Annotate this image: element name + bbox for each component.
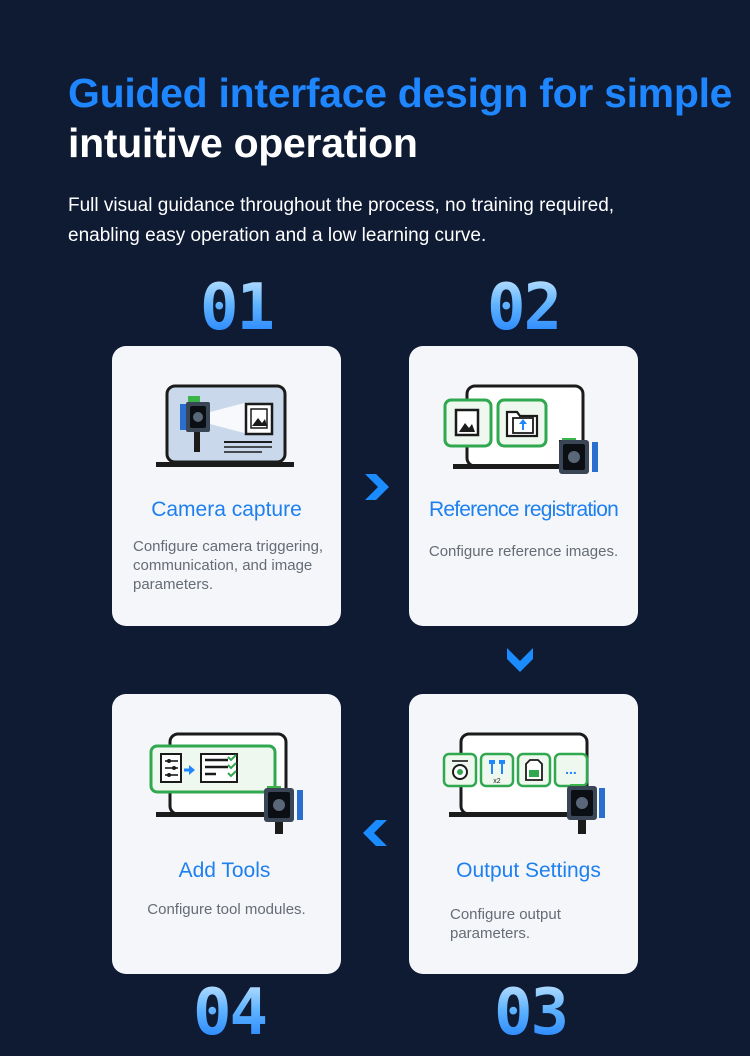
subtitle-line1: Full visual guidance throughout the proc… (68, 195, 615, 216)
step-description: Configure tool modules. (147, 901, 306, 918)
step-card-reference-registration[interactable]: Reference registration Configure referen… (409, 346, 638, 626)
step-description: Configure reference images. (428, 543, 619, 560)
camera-capture-icon (156, 384, 294, 467)
chevron-right-icon (365, 474, 389, 500)
page-subtitle: Full visual guidance throughout the proc… (68, 191, 708, 251)
subtitle-line2: enabling easy operation and a low learni… (68, 225, 487, 246)
page-title-line2: intuitive operation (68, 120, 418, 166)
step-number-01: 01 (200, 271, 275, 345)
page-title: Guided interface design for simple intui… (68, 68, 732, 168)
step-number-03: 03 (494, 976, 569, 1050)
step-title: Add Tools (178, 859, 271, 882)
chevron-down-icon (507, 648, 533, 672)
step-description: Configure camera triggering, communicati… (133, 538, 324, 593)
step-description: Configure output parameters. (450, 906, 561, 942)
step-title: Output Settings (456, 859, 601, 882)
add-tools-icon (149, 732, 303, 834)
output-badge: x2 (493, 778, 501, 785)
output-settings-icon: x2 ... (442, 732, 605, 834)
step-number-04: 04 (193, 976, 268, 1050)
page-title-line1: Guided interface design for simple (68, 70, 733, 116)
step-title: Reference registration (428, 498, 619, 521)
step-card-camera-capture[interactable]: Camera capture Configure camera triggeri… (112, 346, 341, 626)
step-card-add-tools[interactable]: Add Tools Configure tool modules. (112, 694, 341, 974)
step-number-02: 02 (487, 271, 562, 345)
reference-registration-icon (443, 384, 598, 474)
step-card-output-settings[interactable]: x2 ... Output Settings Configure output … (409, 694, 638, 974)
step-title: Camera capture (151, 498, 302, 521)
chevron-left-icon (363, 820, 387, 846)
more-options-icon: ... (565, 761, 577, 777)
